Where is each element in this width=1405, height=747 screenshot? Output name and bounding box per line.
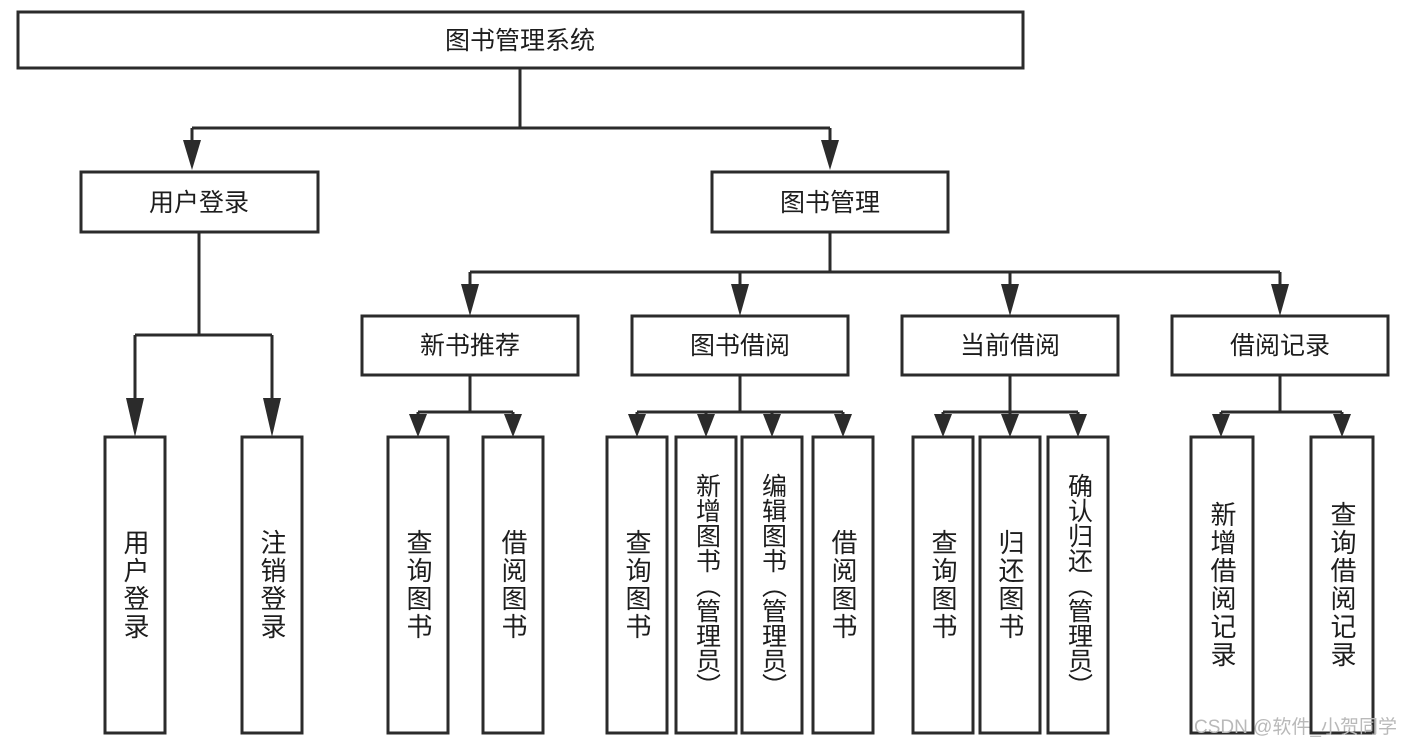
arrow-head-leaf-13	[1333, 414, 1351, 437]
leaf-box-2[interactable]	[240, 435, 304, 735]
leaf-box-4[interactable]	[481, 435, 545, 735]
arrow-head-user-login	[183, 140, 201, 170]
book-borrow-label: 图书借阅	[690, 332, 790, 360]
node-book-management[interactable]: 图书管理	[710, 170, 950, 234]
book-management-box	[710, 170, 950, 234]
leaf-box-9[interactable]	[911, 435, 975, 735]
node-user-login[interactable]: 用户登录	[79, 170, 320, 234]
book-management-label: 图书管理	[780, 189, 880, 217]
arrow-head-leaf-2	[263, 398, 281, 437]
node-book-borrow[interactable]: 图书借阅	[630, 314, 850, 377]
current-borrow-box	[900, 314, 1120, 377]
leaf-box-5[interactable]	[605, 435, 669, 735]
csdn-watermark: CSDN @软件_小贺同学	[1194, 717, 1397, 738]
connector-root-to-level2	[183, 68, 839, 170]
arrow-head-leaf-8	[834, 414, 852, 437]
arrow-head-leaf-1	[126, 398, 144, 437]
connector-current-borrow-children	[934, 375, 1087, 437]
arrow-head-leaf-4	[504, 414, 522, 437]
root-label: 图书管理系统	[445, 27, 595, 55]
connector-book-borrow-children	[628, 375, 852, 437]
node-root[interactable]: 图书管理系统	[16, 10, 1025, 70]
arrow-head-leaf-9	[934, 414, 952, 437]
arrow-head-leaf-10	[1001, 414, 1019, 437]
leaf-box-10[interactable]	[978, 435, 1042, 735]
connector-book-management-children	[461, 232, 1289, 316]
user-login-label: 用户登录	[149, 189, 249, 217]
leaf-box-7[interactable]	[740, 435, 804, 735]
arrow-head-leaf-12	[1212, 414, 1230, 437]
arrow-head-l3-2	[731, 284, 749, 316]
leaf-box-13[interactable]	[1309, 435, 1375, 735]
current-borrow-label: 当前借阅	[960, 332, 1060, 360]
leaf-box-12[interactable]	[1189, 435, 1255, 735]
new-book-recommend-label: 新书推荐	[420, 332, 520, 360]
leaf-box-6[interactable]	[674, 435, 738, 735]
arrow-head-leaf-11	[1069, 414, 1087, 437]
book-borrow-box	[630, 314, 850, 377]
arrow-head-l3-3	[1001, 284, 1019, 316]
arrow-head-leaf-3	[409, 414, 427, 437]
leaf-box-8[interactable]	[811, 435, 875, 735]
borrow-record-box	[1170, 314, 1390, 377]
root-box	[16, 10, 1025, 70]
arrow-head-l3-4	[1271, 284, 1289, 316]
leaf-box-1[interactable]	[103, 435, 167, 735]
arrow-head-leaf-7	[763, 414, 781, 437]
connector-borrow-record-children	[1212, 375, 1351, 437]
node-new-book-recommend[interactable]: 新书推荐	[360, 314, 580, 377]
node-current-borrow[interactable]: 当前借阅	[900, 314, 1120, 377]
connector-user-login-children	[126, 232, 281, 437]
leaf-box-11[interactable]	[1046, 435, 1110, 735]
node-borrow-record[interactable]: 借阅记录	[1170, 314, 1390, 377]
arrow-head-leaf-5	[628, 414, 646, 437]
arrow-head-book-mgmt	[821, 140, 839, 170]
borrow-record-label: 借阅记录	[1230, 332, 1330, 360]
connector-new-book-recommend-children	[409, 375, 522, 437]
new-book-recommend-box	[360, 314, 580, 377]
leaf-box-3[interactable]	[386, 435, 450, 735]
arrow-head-leaf-6	[697, 414, 715, 437]
arrow-head-l3-1	[461, 284, 479, 316]
